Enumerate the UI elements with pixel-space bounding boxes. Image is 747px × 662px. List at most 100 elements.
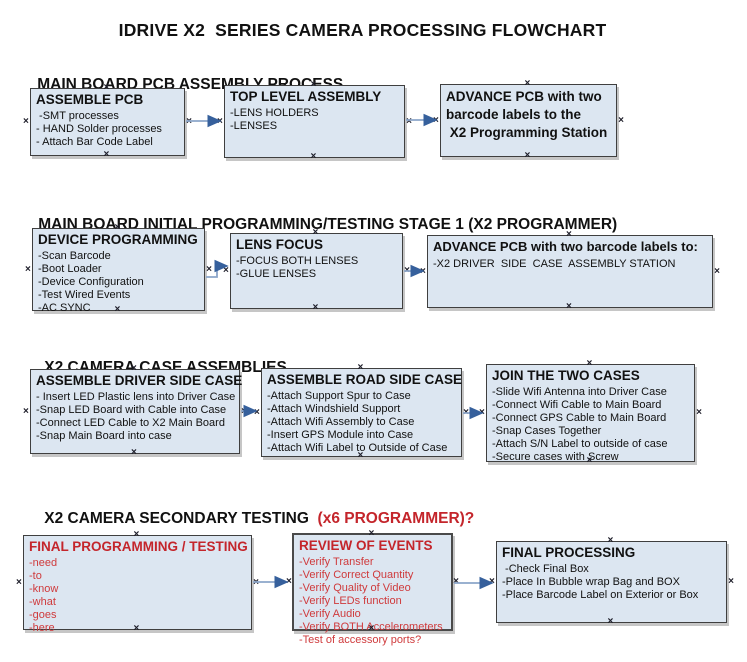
box-item: -to bbox=[29, 570, 42, 582]
connection-point-icon: × bbox=[607, 616, 614, 627]
connection-point-icon: × bbox=[254, 406, 260, 418]
connection-point-icon: × bbox=[463, 406, 469, 418]
box-item: -Check Final Box bbox=[502, 563, 589, 575]
box-items: -Scan Barcode-Boot Loader-Device Configu… bbox=[38, 250, 200, 315]
flow-box-advance-pcb-programming-station[interactable]: ADVANCE PCB with two barcode labels to t… bbox=[433, 79, 624, 161]
connection-point-icon: × bbox=[696, 407, 702, 418]
connection-point-icon: × bbox=[131, 447, 137, 458]
connection-point-icon: × bbox=[23, 405, 29, 417]
box-items: - Insert LED Plastic lens into Driver Ca… bbox=[36, 391, 235, 443]
flow-box-top-level-assembly[interactable]: TOP LEVEL ASSEMBLY -LENS HOLDERS-LENSES … bbox=[217, 80, 412, 162]
connection-point-icon: × bbox=[489, 576, 495, 587]
box-item: -Verify BOTH Accelerometers bbox=[299, 621, 443, 633]
flow-box-assemble-road-side-case[interactable]: ASSEMBLE ROAD SIDE CASE -Attach Support … bbox=[254, 363, 469, 461]
box-title: ASSEMBLE PCB bbox=[36, 92, 144, 107]
flow-box-advance-pcb-case-assembly[interactable]: ADVANCE PCB with two barcode labels to: … bbox=[420, 230, 720, 312]
box-title: ADVANCE PCB with two bbox=[446, 89, 602, 104]
connection-point-icon: × bbox=[16, 576, 22, 588]
flow-box-assemble-driver-side-case[interactable]: ASSEMBLE DRIVER SIDE CASE - Insert LED P… bbox=[23, 364, 247, 458]
box-item: -GLUE LENSES bbox=[236, 268, 317, 280]
flow-box-assemble-pcb[interactable]: ASSEMBLE PCB -SMT processes- HAND Solder… bbox=[23, 83, 192, 160]
box-items: -Slide Wifi Antenna into Driver Case-Con… bbox=[492, 386, 690, 464]
box-item: -AC SYNC bbox=[38, 302, 91, 314]
box-item: barcode labels to the bbox=[446, 107, 582, 122]
box-items: -FOCUS BOTH LENSES-GLUE LENSES bbox=[236, 255, 398, 281]
connection-point-icon: × bbox=[310, 151, 317, 162]
box-items: -need-to-know-what-goes-here bbox=[29, 557, 247, 635]
box-title: ASSEMBLE ROAD SIDE CASE bbox=[267, 372, 463, 387]
box-item: -Place In Bubble wrap Bag and BOX bbox=[502, 576, 680, 588]
heading-red-text: (x6 PROGRAMMER)? bbox=[313, 510, 475, 527]
connection-point-icon: × bbox=[103, 149, 110, 160]
connection-point-icon: × bbox=[241, 405, 247, 417]
flow-box-final-processing[interactable]: FINAL PROCESSING -Check Final Box-Place … bbox=[489, 535, 734, 627]
connection-point-icon: × bbox=[479, 407, 485, 418]
box-item: -Slide Wifi Antenna into Driver Case bbox=[492, 386, 667, 398]
box-item: -Connect Wifi Cable to Main Board bbox=[492, 399, 662, 411]
box-item: -Snap LED Board with Cable into Case bbox=[36, 404, 227, 416]
flow-box-lens-focus[interactable]: LENS FOCUS -FOCUS BOTH LENSES-GLUE LENSE… bbox=[223, 228, 410, 313]
connection-point-icon: × bbox=[433, 114, 439, 126]
box-item: -Verify Quality of Video bbox=[299, 582, 411, 594]
box-item: -here bbox=[29, 622, 55, 634]
box-item: -Snap Main Board into case bbox=[36, 430, 172, 442]
box-item: -Scan Barcode bbox=[38, 250, 111, 262]
box-title: DEVICE PROGRAMMING bbox=[38, 232, 198, 247]
connection-point-icon: × bbox=[404, 265, 410, 276]
box-item: -Device Configuration bbox=[38, 276, 144, 288]
box-item: -Test Wired Events bbox=[38, 289, 131, 301]
box-items: -LENS HOLDERS-LENSES bbox=[230, 107, 400, 133]
box-item: -Verify LEDs function bbox=[299, 595, 402, 607]
box-items: barcode labels to the X2 Programming Sta… bbox=[446, 106, 612, 142]
box-item: -need bbox=[29, 557, 58, 569]
box-items: -X2 DRIVER SIDE CASE ASSEMBLY STATION bbox=[433, 257, 708, 272]
flow-box-final-programming-testing[interactable]: FINAL PROGRAMMING / TESTING -need-to-kno… bbox=[16, 530, 259, 635]
box-item: -Attach S/N Label to outside of case bbox=[492, 438, 668, 450]
connection-point-icon: × bbox=[217, 115, 223, 127]
flow-box-review-of-events[interactable]: REVIEW OF EVENTS -Verify Transfer-Verify… bbox=[286, 529, 459, 647]
box-item: -Verify Correct Quantity bbox=[299, 569, 414, 581]
connection-point-icon: × bbox=[25, 263, 31, 275]
box-title: JOIN THE TWO CASES bbox=[492, 368, 640, 383]
connection-point-icon: × bbox=[253, 576, 259, 588]
box-items: -Verify Transfer-Verify Correct Quantity… bbox=[299, 556, 447, 647]
connection-point-icon: × bbox=[618, 114, 624, 126]
box-item: -Attach Wifi Assembly to Case bbox=[267, 416, 415, 428]
page-title: IDRIVE X2 SERIES CAMERA PROCESSING FLOWC… bbox=[118, 20, 607, 40]
connection-point-icon: × bbox=[206, 263, 212, 275]
flow-box-device-programming[interactable]: DEVICE PROGRAMMING -Scan Barcode-Boot Lo… bbox=[25, 223, 212, 315]
box-title: LENS FOCUS bbox=[236, 237, 324, 252]
box-title: REVIEW OF EVENTS bbox=[299, 538, 433, 553]
box-item: -Attach Support Spur to Case bbox=[267, 390, 411, 402]
box-item: - Insert LED Plastic lens into Driver Ca… bbox=[36, 391, 236, 403]
connection-point-icon: × bbox=[566, 301, 572, 312]
box-item: -SMT processes bbox=[36, 110, 119, 122]
box-items: -Check Final Box-Place In Bubble wrap Ba… bbox=[502, 563, 722, 602]
flow-box-join-the-two-cases[interactable]: JOIN THE TWO CASES -Slide Wifi Antenna i… bbox=[479, 358, 702, 466]
box-item: -what bbox=[29, 596, 56, 608]
connection-point-icon: × bbox=[586, 358, 593, 369]
connection-point-icon: × bbox=[23, 116, 29, 127]
box-title: ASSEMBLE DRIVER SIDE CASE bbox=[36, 373, 243, 388]
box-title: FINAL PROCESSING bbox=[502, 545, 636, 560]
connection-point-icon: × bbox=[186, 116, 192, 127]
connection-point-icon: × bbox=[223, 265, 229, 276]
connection-point-icon: × bbox=[312, 302, 319, 313]
box-item: -Insert GPS Module into Case bbox=[267, 429, 414, 441]
box-item: -Verify Audio bbox=[299, 608, 361, 620]
section-heading-secondary-testing: X2 CAMERA SECONDARY TESTING (x6 PROGRAMM… bbox=[27, 492, 474, 546]
box-title: ADVANCE PCB with two barcode labels to: bbox=[433, 239, 698, 254]
box-items: -SMT processes- HAND Solder processes- A… bbox=[36, 110, 180, 149]
box-item: -Connect LED Cable to X2 Main Board bbox=[36, 417, 225, 429]
connector-arrow-deviceprog-to-lensfocus[interactable] bbox=[206, 259, 229, 278]
connection-point-icon: × bbox=[524, 150, 531, 161]
box-item: -Attach Wifi Label to Outside of Case bbox=[267, 442, 448, 454]
box-item: -Test of accessory ports? bbox=[299, 634, 422, 646]
box-item: -Secure cases with Screw bbox=[492, 451, 619, 463]
connection-point-icon: × bbox=[607, 535, 614, 546]
box-item: -Connect GPS Cable to Main Board bbox=[492, 412, 667, 424]
connection-point-icon: × bbox=[714, 265, 720, 277]
box-items: -Attach Support Spur to Case-Attach Wind… bbox=[267, 390, 457, 455]
connection-point-icon: × bbox=[453, 576, 459, 587]
